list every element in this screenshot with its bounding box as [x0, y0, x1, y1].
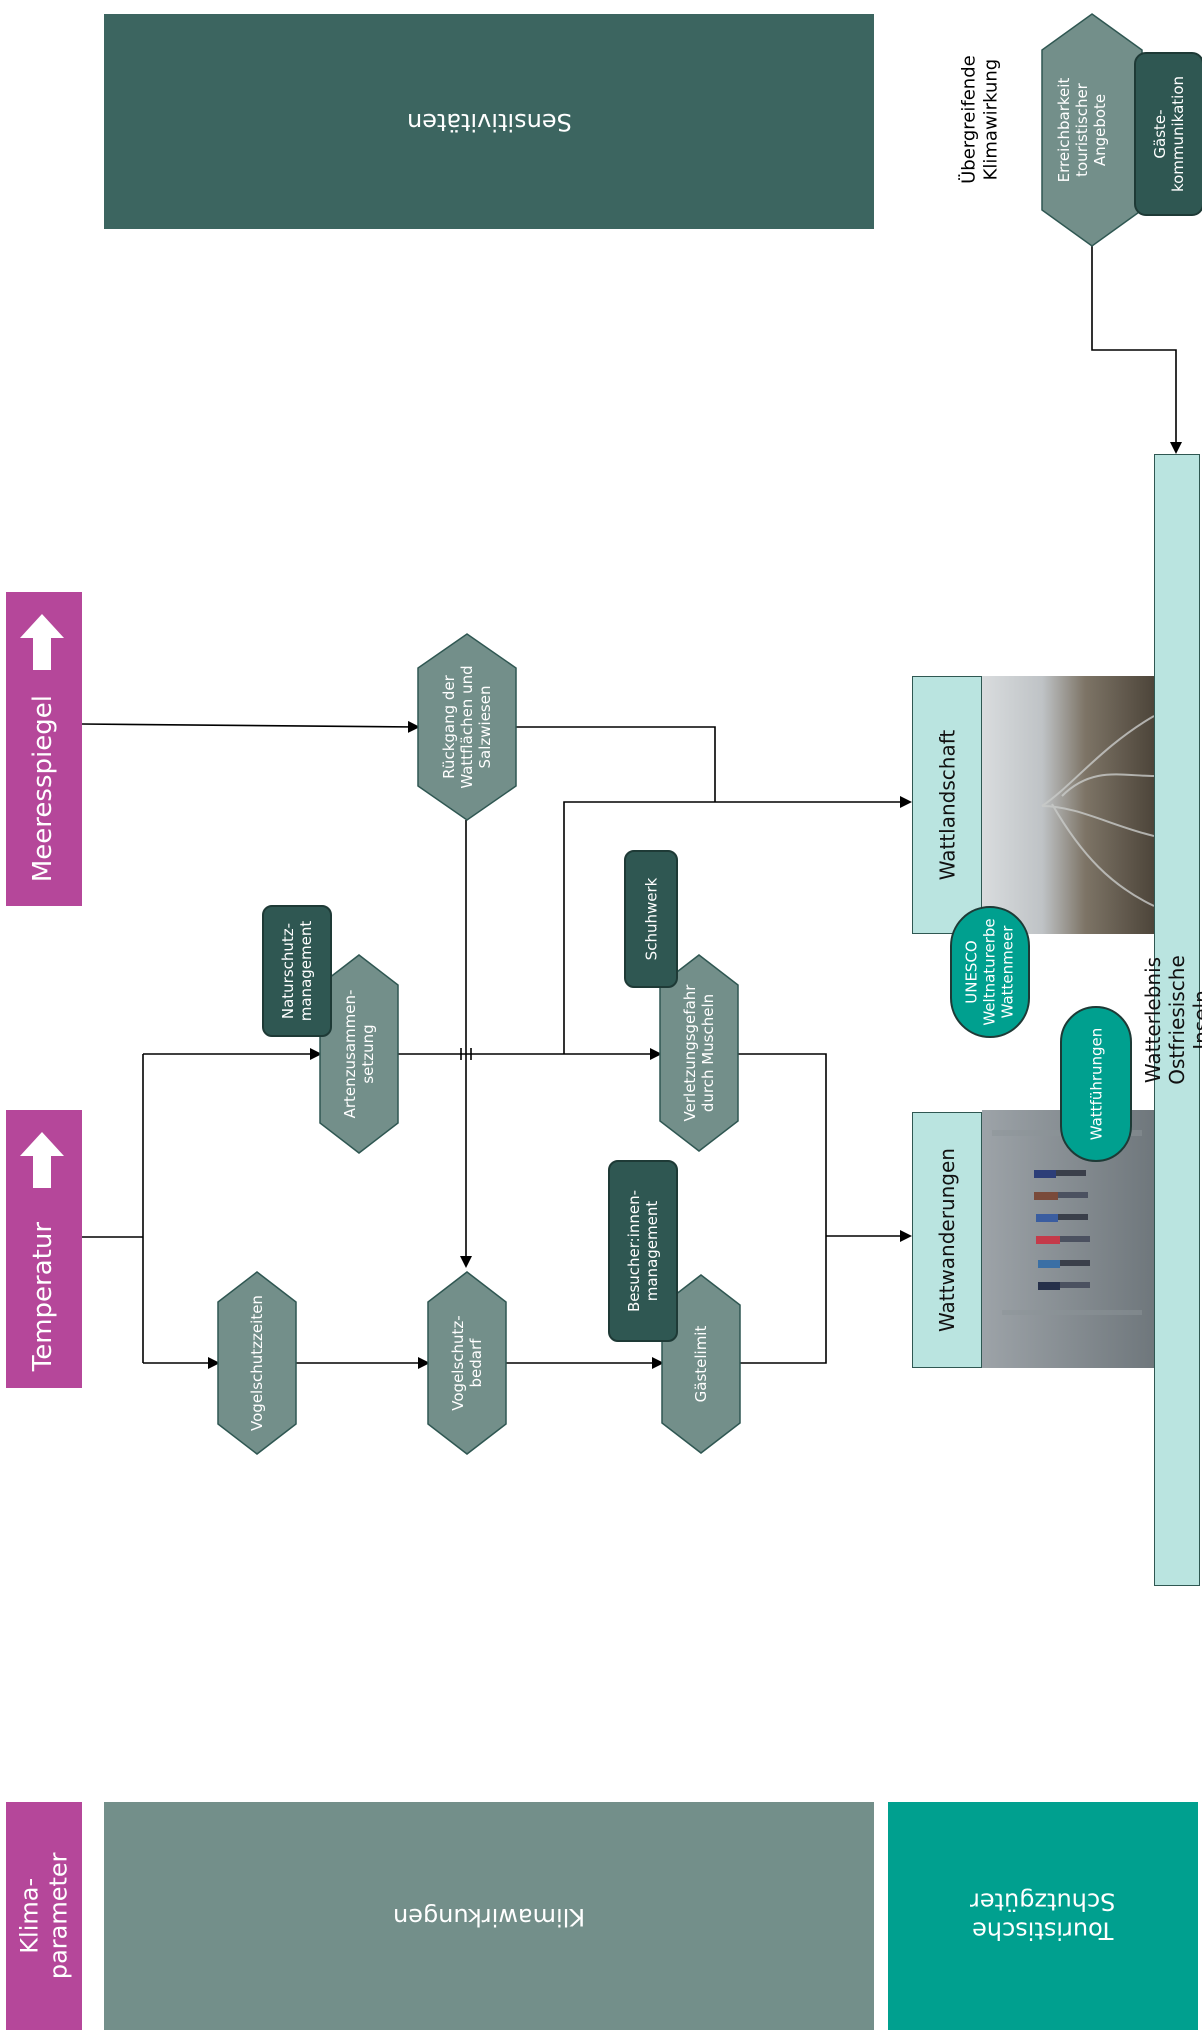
besuchermanagement-label: Besucher:innen- management: [625, 1189, 662, 1313]
wattwanderungen-photo: [982, 1110, 1154, 1368]
wattfuehrungen-label: Wattführungen: [1087, 1027, 1105, 1141]
schuhwerk-box: Schuhwerk: [624, 850, 678, 988]
vogelschutzzeiten-label: Vogelschutzzeiten: [248, 1295, 266, 1431]
wattlandschaft-photo: [982, 676, 1154, 934]
unesco-label: UNESCO Weltnaturerbe Wattenmeer: [963, 918, 1017, 1026]
sensitivities-band: Sensitivitäten: [104, 14, 874, 229]
gaestekommunikation-box: Gäste- kommunikation: [1134, 52, 1202, 216]
besuchermanagement-box: Besucher:innen- management: [608, 1160, 678, 1342]
vogelschutzbedarf-label: Vogelschutz- bedarf: [449, 1315, 485, 1411]
watterlebnis-bar: Watterlebnis Ostfriesische Inseln: [1141, 454, 1202, 1586]
wattlandschaft-label: Wattlandschaft: [935, 729, 959, 881]
overarching-label-box: Übergreifende Klimawirkung: [950, 40, 1010, 200]
wattlandschaft-box: Wattlandschaft: [912, 676, 982, 934]
climate-impacts-band: Klimawirkungen: [104, 1802, 874, 2030]
tourist-assets-band: Touristische Schutzgüter: [888, 1802, 1198, 2030]
naturschutzmanagement-label: Naturschutz- management: [279, 920, 316, 1022]
schuhwerk-label: Schuhwerk: [642, 877, 661, 961]
sea-level-up-arrow-icon: [20, 614, 64, 670]
gaestelimit-label: Gästelimit: [692, 1325, 710, 1403]
wattwanderungen-label: Wattwanderungen: [935, 1148, 960, 1332]
artenzusammensetzung-label: Artenzusammen- setzung: [341, 989, 377, 1119]
climate-parameters-band: Klima- parameter: [6, 1802, 82, 2030]
erreichbarkeit-node: Erreichbarkeit touristischer Angebote: [1041, 13, 1143, 247]
vogelschutzzeiten-node: Vogelschutzzeiten: [217, 1271, 297, 1455]
vogelschutzbedarf-node: Vogelschutz- bedarf: [427, 1271, 507, 1455]
unesco-badge: UNESCO Weltnaturerbe Wattenmeer: [950, 906, 1030, 1038]
naturschutzmanagement-box: Naturschutz- management: [262, 905, 332, 1037]
overarching-label: Übergreifende Klimawirkung: [958, 55, 1001, 185]
erreichbarkeit-label: Erreichbarkeit touristischer Angebote: [1055, 77, 1109, 183]
temperature-up-arrow-icon: [20, 1132, 64, 1188]
watterlebnis-label: Watterlebnis Ostfriesische Inseln: [1141, 955, 1202, 1085]
gaestekommunikation-label: Gäste- kommunikation: [1151, 75, 1187, 193]
rueckgang-node: Rückgang der Wattflächen und Salzwiesen: [417, 633, 517, 821]
wattfuehrungen-badge: Wattführungen: [1060, 1006, 1132, 1162]
rueckgang-label: Rückgang der Wattflächen und Salzwiesen: [440, 665, 494, 789]
verletzungsgefahr-label: Verletzungsgefahr durch Muscheln: [681, 984, 717, 1122]
wattwanderungen-box: Wattwanderungen: [912, 1112, 982, 1368]
